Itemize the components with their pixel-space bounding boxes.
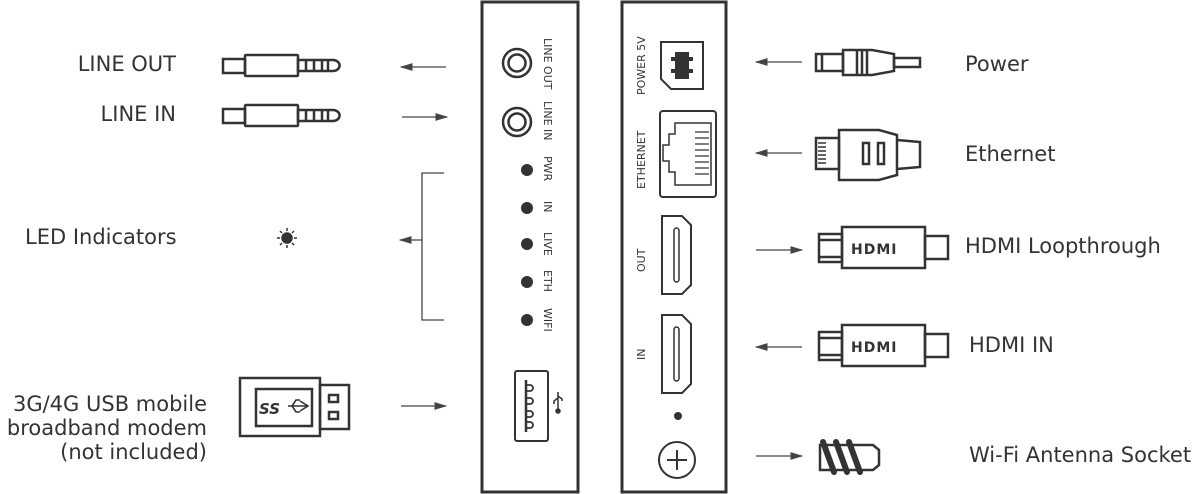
panel-label-line-out: LINE OUT xyxy=(541,38,554,90)
panel-label-power: POWER 5V xyxy=(635,36,648,95)
label-line-in: LINE IN xyxy=(100,102,176,126)
usb-port xyxy=(514,370,549,442)
hdmi-plug-loop-icon xyxy=(817,225,950,270)
led-label-in: IN xyxy=(541,201,554,212)
ethernet-plug-icon xyxy=(814,128,922,182)
antenna-socket xyxy=(658,441,696,479)
led-eth xyxy=(521,276,533,288)
label-modem-line3: (not included) xyxy=(60,440,207,464)
label-hdmi-in: HDMI IN xyxy=(969,333,1054,357)
led-label-wifi: WIFI xyxy=(541,308,554,332)
left-panel xyxy=(480,0,580,494)
hdmi-logo-loop: HDMI xyxy=(851,242,897,258)
power-port xyxy=(660,41,704,90)
audio-jack-line-out-icon xyxy=(221,53,341,78)
led-label-live: LIVE xyxy=(541,232,554,256)
label-modem-line1: 3G/4G USB mobile xyxy=(12,392,207,416)
led-live xyxy=(521,238,533,250)
power-plug-icon xyxy=(814,48,922,77)
ethernet-port xyxy=(659,110,717,198)
right-panel xyxy=(620,0,728,494)
label-led-indicators: LED Indicators xyxy=(25,225,177,249)
panel-label-line-in: LINE IN xyxy=(541,101,554,141)
line-out-jack xyxy=(501,47,533,79)
hdmi-out-port xyxy=(661,215,692,295)
usb-ss-logo: SS xyxy=(259,400,280,418)
panel-label-hdmi-out: OUT xyxy=(635,248,648,272)
led-in xyxy=(521,202,533,214)
label-ethernet: Ethernet xyxy=(965,142,1056,166)
usb-modem-icon xyxy=(238,376,351,438)
hdmi-plug-in-icon xyxy=(817,323,950,368)
label-modem-line2: broadband modem xyxy=(6,416,207,440)
led-label-pwr: PWR xyxy=(541,156,554,182)
usb-symbol-icon xyxy=(553,392,563,414)
hdmi-logo-in: HDMI xyxy=(851,340,897,356)
status-dot xyxy=(674,412,682,420)
panel-label-hdmi-in: IN xyxy=(635,349,648,360)
label-power: Power xyxy=(965,52,1029,76)
led-label-eth: ETH xyxy=(541,270,554,292)
led-bracket xyxy=(421,172,444,321)
audio-jack-line-in-icon xyxy=(221,103,341,128)
label-line-out: LINE OUT xyxy=(77,52,176,76)
wifi-antenna-icon xyxy=(818,439,881,475)
label-hdmi-loopthrough: HDMI Loopthrough xyxy=(965,234,1161,258)
panel-label-ethernet: ETHERNET xyxy=(635,130,648,189)
led-pwr xyxy=(521,164,533,176)
hdmi-in-port xyxy=(661,314,692,394)
led-wifi xyxy=(521,314,533,326)
label-wifi-antenna: Wi-Fi Antenna Socket xyxy=(969,443,1192,467)
sun-led-icon xyxy=(277,228,297,248)
line-in-jack xyxy=(501,106,533,138)
